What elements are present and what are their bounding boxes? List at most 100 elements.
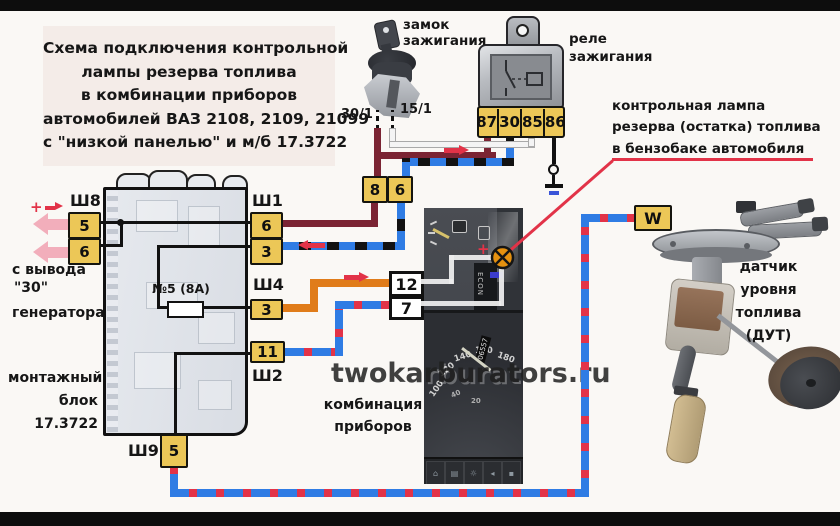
- relay-terminal-87: 87: [476, 108, 500, 136]
- ignition-lock-photo: [360, 18, 430, 120]
- connector-sh2-pin11: 11: [250, 341, 285, 363]
- relay-terminal-85: 85: [522, 108, 545, 136]
- mount-block-label-line: блок: [58, 393, 98, 409]
- generator-note-line: генератора: [12, 305, 105, 321]
- wire-ground: [552, 175, 555, 184]
- block-trace-junction-dot: [117, 219, 124, 226]
- wire-power: [371, 203, 378, 223]
- fuel-reserve-lamp-icon: [490, 245, 515, 270]
- lock-terminal-stub-30-1: [376, 110, 379, 130]
- speedo-inner-number: 20: [471, 397, 481, 405]
- relay-label: зажигания: [569, 49, 653, 65]
- relay-terminal-30: 30: [499, 108, 522, 136]
- block-trace: [174, 352, 250, 355]
- fuel-gauge-tick: [429, 240, 438, 246]
- blue-indicator-bar: [490, 272, 503, 278]
- cluster-lamp-wire: [449, 255, 494, 260]
- relay-label: реле: [569, 31, 607, 47]
- wire-blue-red: [581, 214, 634, 222]
- block-trace: [174, 352, 177, 436]
- cluster-pin12: 12: [389, 271, 424, 297]
- block-trace: [157, 245, 160, 309]
- sensor-handle: [664, 392, 708, 466]
- fuse-5: [167, 301, 204, 318]
- block-trace: [99, 244, 121, 247]
- cluster-switch-icon: ◂: [483, 461, 502, 484]
- label-sh8: Ш8: [70, 191, 101, 210]
- cluster-lamp-wire: [449, 255, 454, 284]
- lamp-note-line: контрольная лампа: [612, 98, 766, 114]
- output-arrow-left: [33, 241, 69, 263]
- cluster-top-pin8: 8: [362, 176, 388, 203]
- fuse-label: №5 (8А): [152, 281, 210, 296]
- connector-sh8-pin6: 6: [68, 238, 101, 265]
- block-trace: [157, 245, 251, 248]
- current-arrow-right: [45, 202, 63, 212]
- arrow-head: [33, 241, 48, 263]
- arrow-shaft: [444, 148, 459, 153]
- cluster-switch-icon: ▪: [502, 461, 521, 484]
- current-arrow-left: [298, 240, 325, 251]
- block-photo-detail: [188, 206, 220, 248]
- title-line: Схема подключения контрольной: [43, 39, 349, 57]
- bottom-black-bar: [0, 512, 840, 526]
- ground-symbol-small: [549, 191, 559, 195]
- connector-sh9-pin5: 5: [160, 434, 188, 468]
- label-sh2: Ш2: [252, 366, 283, 385]
- wire-blue-red: [581, 214, 589, 497]
- arrow-shaft: [344, 275, 359, 280]
- wire-white: [528, 138, 535, 147]
- arrow-shaft: [48, 246, 68, 258]
- sensor-label-line: (ДУТ): [745, 328, 792, 344]
- label-sh1: Ш1: [252, 191, 283, 210]
- cluster-switch-icon: ⌂: [426, 461, 445, 484]
- arrow-shaft: [45, 205, 55, 210]
- lamp-pointer-line: [508, 159, 614, 253]
- wire-blue-black: [402, 158, 410, 178]
- sensor-tube-end: [811, 216, 829, 232]
- title-box: Схема подключения контрольной лампы резе…: [43, 26, 370, 166]
- fuel-pump-icon: [478, 226, 490, 240]
- wire-blue-red: [335, 301, 391, 309]
- relay-schematic-icon: [490, 54, 552, 100]
- cluster-pin7: 7: [389, 296, 424, 320]
- sensor-bolt: [670, 241, 676, 247]
- block-trace: [101, 221, 251, 224]
- wire-blue-red: [170, 468, 178, 493]
- lamp-note-line: резерва (остатка) топлива: [612, 119, 821, 135]
- ground-circle: [548, 164, 559, 175]
- wire-blue-black: [283, 242, 405, 250]
- cluster-switch-icon: ▤: [445, 461, 464, 484]
- block-trace: [203, 306, 250, 309]
- arrow-head: [55, 202, 63, 210]
- cluster-lamp-wire: [499, 265, 504, 306]
- wire-blue-black: [402, 158, 514, 166]
- sensor-label-line: уровня: [740, 282, 797, 298]
- wire-ground: [552, 138, 556, 164]
- arrow-head: [359, 272, 369, 282]
- cluster-divider: [424, 310, 523, 313]
- sensor-label-line: топлива: [735, 305, 802, 321]
- sensor-label-line: датчик: [739, 259, 798, 275]
- connector-sh4-pin3: 3: [250, 299, 283, 320]
- switch-panel: ⌂ ▤ ☼ ◂ ▪: [424, 457, 523, 484]
- fuel-sensor-photo: [640, 195, 840, 475]
- block-trace: [157, 306, 169, 309]
- wire-orange: [310, 281, 318, 312]
- lamp-pointer-line: [612, 158, 813, 161]
- arrow-head: [33, 213, 48, 235]
- output-arrow-left: [33, 213, 69, 235]
- lock-terminal-15-1: 15/1: [400, 102, 432, 117]
- title-line: автомобилей ВАЗ 2108, 2109, 21099: [43, 109, 370, 128]
- lamp-note-line: в бензобаке автомобиля: [612, 141, 805, 157]
- block-photo-detail: [198, 312, 235, 344]
- cluster-top-pin6: 6: [387, 176, 413, 203]
- cluster-lamp-wire: [421, 279, 453, 284]
- wire-orange: [310, 279, 391, 287]
- lock-terminal-30-1: 30/1: [341, 107, 373, 122]
- wire-blue-black: [506, 138, 514, 164]
- watermark: twokarburators.ru: [331, 358, 611, 389]
- block-photo-detail: [136, 200, 178, 232]
- fuel-gauge-tick: [428, 232, 435, 234]
- sensor-float-dot: [806, 379, 816, 387]
